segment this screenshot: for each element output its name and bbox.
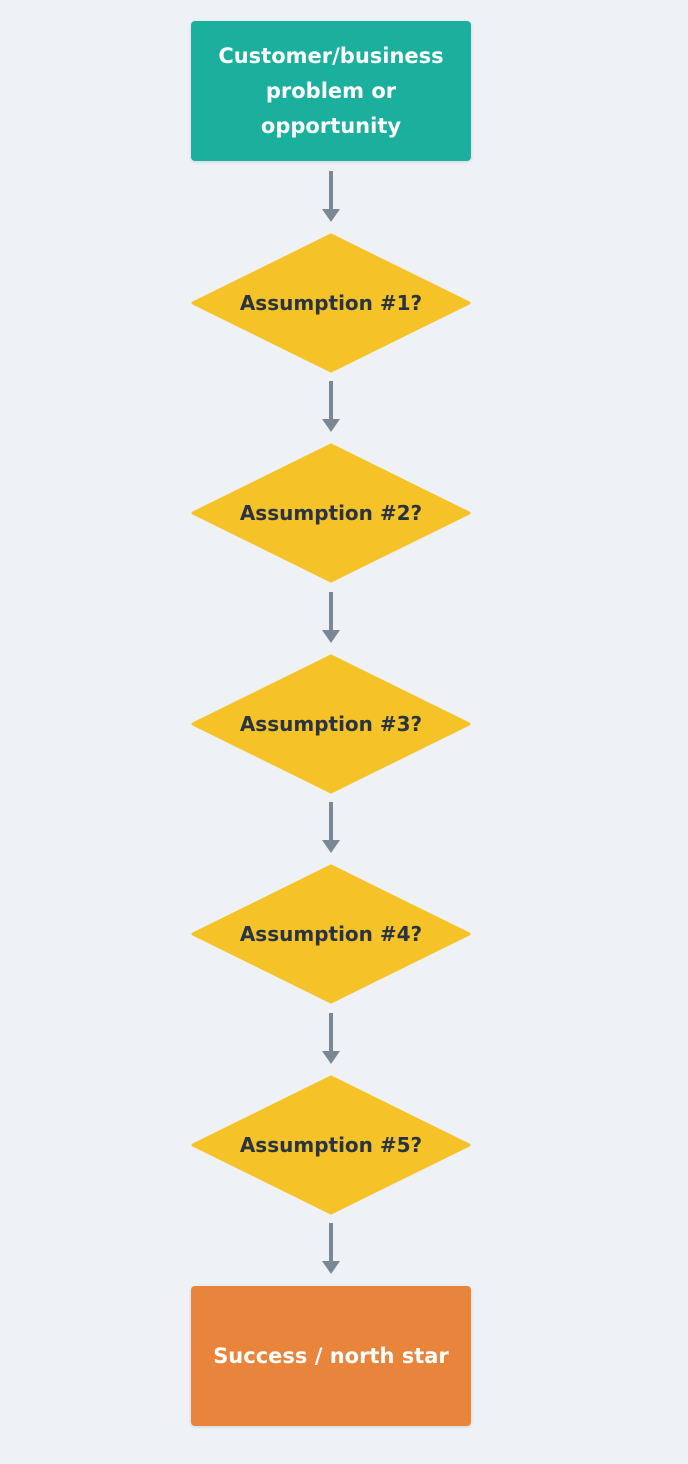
end-node: Success / north star (191, 1286, 471, 1426)
decision-label: Assumption #1? (239, 291, 423, 315)
arrow-icon (321, 592, 341, 644)
arrow-icon (321, 171, 341, 223)
decision-label: Assumption #5? (239, 1133, 423, 1157)
decision-node-1: Assumption #1? (191, 233, 471, 373)
decision-label: Assumption #4? (239, 922, 423, 946)
decision-node-4: Assumption #4? (191, 864, 471, 1004)
decision-label: Assumption #3? (239, 712, 423, 736)
start-node-label: Customer/business problem or opportunity (218, 43, 444, 138)
arrow-icon (321, 381, 341, 433)
arrow-icon (321, 1013, 341, 1065)
start-node: Customer/business problem or opportunity (191, 21, 471, 161)
end-node-label: Success / north star (213, 1343, 449, 1368)
decision-node-3: Assumption #3? (191, 654, 471, 794)
decision-node-2: Assumption #2? (191, 443, 471, 583)
arrow-icon (321, 1223, 341, 1275)
arrow-icon (321, 802, 341, 854)
decision-node-5: Assumption #5? (191, 1075, 471, 1215)
decision-label: Assumption #2? (239, 501, 423, 525)
